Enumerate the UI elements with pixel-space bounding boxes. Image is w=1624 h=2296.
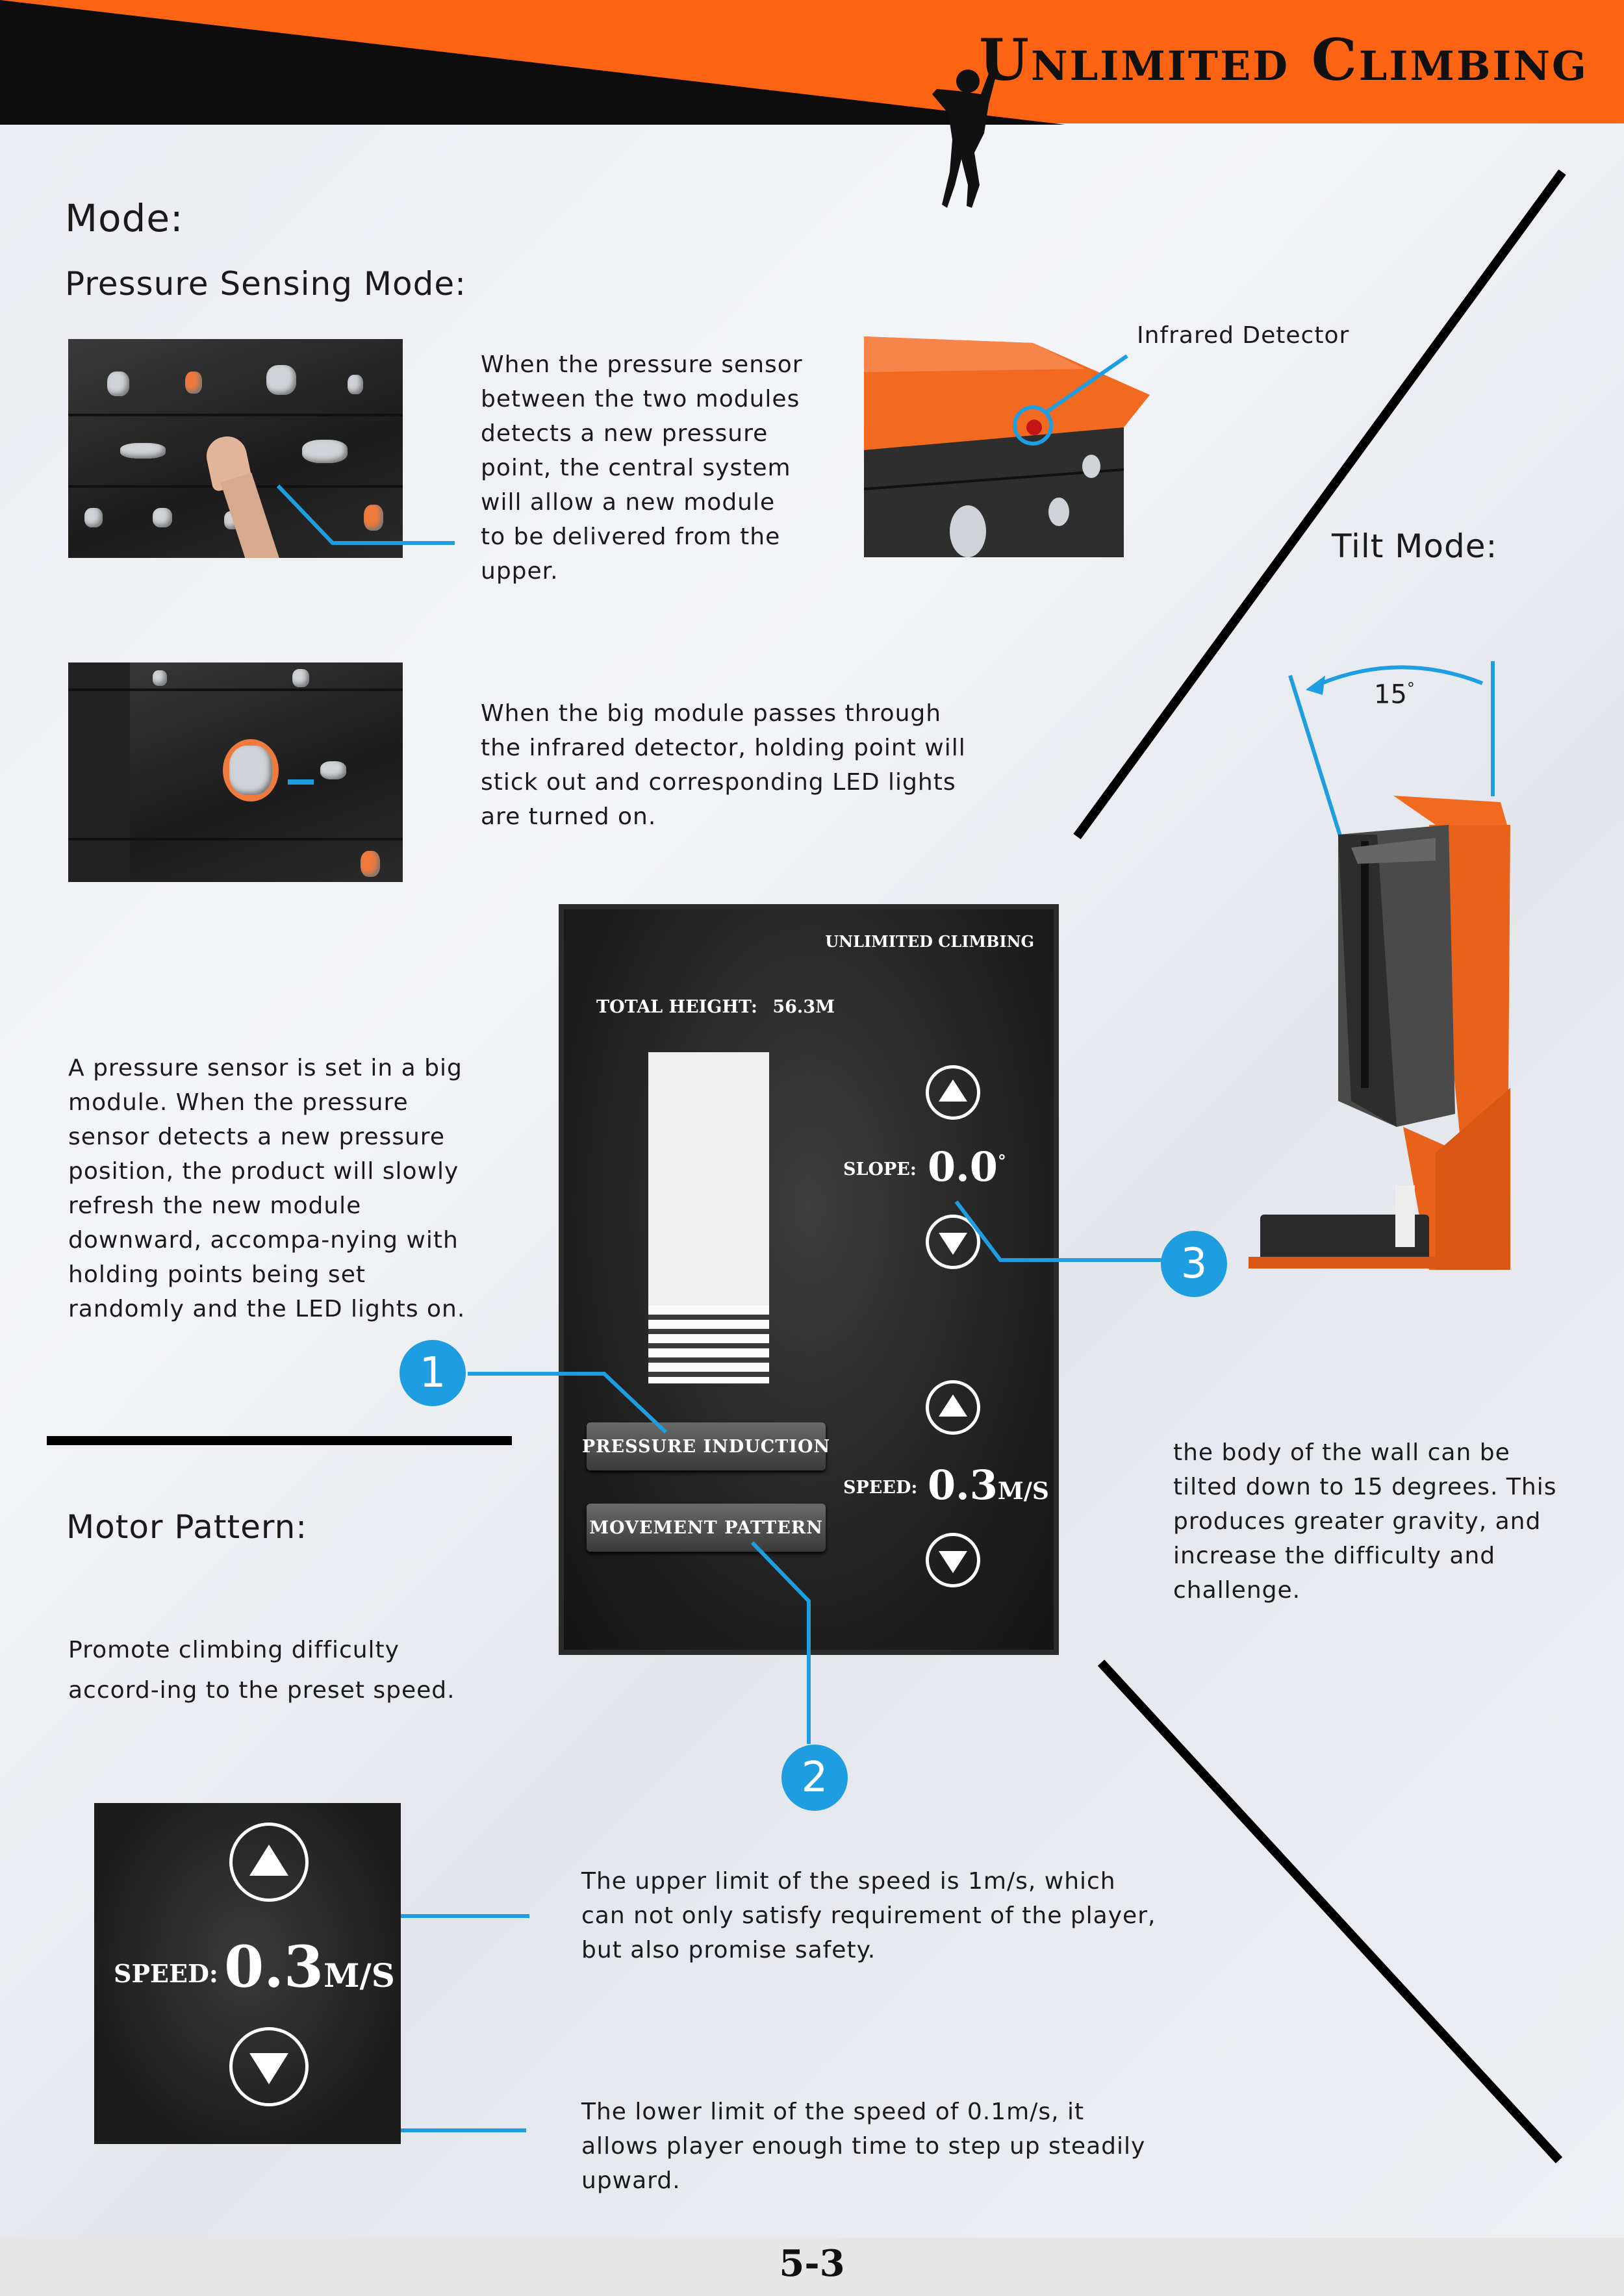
badge-3: 3 <box>1161 1231 1227 1297</box>
arrow-down-icon <box>249 2053 288 2084</box>
arrow-up-icon <box>939 1394 967 1417</box>
motor-pattern-title: Motor Pattern: <box>66 1508 308 1546</box>
mode-title: Mode: <box>65 196 184 240</box>
header-band <box>0 0 1624 125</box>
speed-upper-limit-text: The upper limit of the speed is 1m/s, wh… <box>581 1868 1156 1963</box>
diagonal-line-upper <box>1073 169 1566 840</box>
degree-symbol: ° <box>1406 679 1415 698</box>
speed-panel-label: SPEED: <box>114 1959 218 1988</box>
tilted-wall-machine <box>1249 796 1510 1270</box>
pressure-para-2: When the big module passes through the i… <box>481 700 966 830</box>
control-screen: UNLIMITED CLIMBING TOTAL HEIGHT: 56.3M S… <box>559 904 1059 1655</box>
arrow-up-icon <box>249 1845 288 1876</box>
infrared-callout <box>1013 354 1128 446</box>
badge-1: 1 <box>400 1340 466 1406</box>
diagonal-line-lower <box>1097 1659 1563 2164</box>
callout-line-1 <box>276 484 455 545</box>
arrow-up-icon <box>939 1079 967 1102</box>
speed-readout: 0.3M/S <box>928 1461 1049 1509</box>
motor-para: Promote climbing difficulty accord-ing t… <box>68 1637 455 1704</box>
speed-panel-up-button[interactable] <box>229 1823 309 1902</box>
tilt-angle-diagram <box>1288 661 1495 839</box>
height-progress-bar <box>648 1052 769 1383</box>
page-number: 5-3 <box>779 2242 845 2285</box>
infrared-label: Infrared Detector <box>1137 322 1350 349</box>
speed-up-button[interactable] <box>926 1380 980 1435</box>
pressure-mode-title: Pressure Sensing Mode: <box>65 265 466 303</box>
screen-brand: UNLIMITED CLIMBING <box>825 932 1034 951</box>
pressure-induction-button[interactable]: PRESSURE INDUCTION <box>582 1422 830 1470</box>
speed-panel: SPEED: 0.3M/S <box>94 1803 401 2144</box>
total-height: TOTAL HEIGHT: 56.3M <box>596 997 835 1017</box>
climber-silhouette-icon <box>932 68 997 208</box>
speed-panel-readout: 0.3M/S <box>224 1933 395 2000</box>
slope-down-button[interactable] <box>926 1215 980 1269</box>
speed-panel-down-button[interactable] <box>229 2027 309 2106</box>
speed-unit: M/S <box>997 1478 1049 1505</box>
hand-wall-photo <box>68 339 403 558</box>
slope-unit: ° <box>997 1152 1006 1172</box>
total-height-label: TOTAL HEIGHT: <box>596 997 757 1017</box>
slope-readout: 0.0° <box>928 1143 1006 1191</box>
infrared-detector-photo <box>864 336 1153 557</box>
speed-panel-unit: M/S <box>324 1956 395 1995</box>
footer-bar <box>0 2238 1624 2296</box>
speed-label: SPEED: <box>843 1478 918 1498</box>
arrow-down-icon <box>939 1551 967 1573</box>
module-led-photo <box>68 662 403 882</box>
orange-band <box>0 0 1624 123</box>
speed-value: 0.3 <box>928 1461 998 1509</box>
tilt-angle-label: 15° <box>1374 679 1415 709</box>
tilt-mode-title: Tilt Mode: <box>1332 527 1498 565</box>
movement-pattern-button[interactable]: MOVEMENT PATTERN <box>587 1504 826 1552</box>
pressure-para-3: A pressure sensor is set in a big module… <box>68 1055 466 1322</box>
slope-label: SLOPE: <box>843 1159 917 1180</box>
speed-panel-value: 0.3 <box>224 1933 324 2000</box>
speed-lower-limit-text: The lower limit of the speed of 0.1m/s, … <box>581 2099 1146 2194</box>
black-band <box>0 0 1065 125</box>
pressure-para-1: When the pressure sensor between the two… <box>481 351 803 585</box>
speed-down-button[interactable] <box>926 1533 980 1587</box>
tilt-angle-value: 15 <box>1374 679 1407 710</box>
slope-value: 0.0 <box>928 1143 998 1191</box>
arrow-down-icon <box>939 1233 967 1255</box>
slope-up-button[interactable] <box>926 1065 980 1120</box>
total-height-value: 56.3M <box>772 997 835 1017</box>
brand-title: Unlimited Climbing <box>979 26 1588 94</box>
tilt-para: the body of the wall can be tilted down … <box>1173 1439 1557 1604</box>
badge-2: 2 <box>781 1745 848 1811</box>
